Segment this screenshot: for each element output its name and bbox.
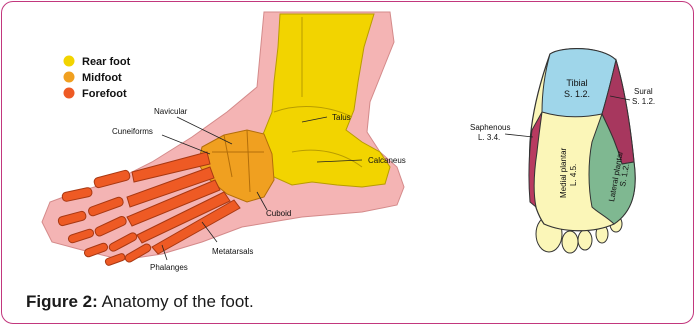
figure-caption-text: Anatomy of the foot.	[98, 292, 254, 311]
label-saphenous-code: L. 3.4.	[478, 133, 500, 142]
skeletal-foot-diagram: Rear foot Midfoot Forefoot Navicular Cun…	[42, 12, 406, 272]
label-calcaneus: Calcaneus	[368, 156, 406, 165]
label-tibial-code: S. 1.2.	[564, 89, 590, 99]
legend: Rear foot Midfoot Forefoot	[64, 56, 131, 101]
label-talus: Talus	[332, 113, 351, 122]
label-metatarsals: Metatarsals	[212, 247, 253, 256]
sole-dermatome-diagram: Tibial S. 1.2. Sural S. 1.2. Saphenous L…	[470, 49, 655, 253]
legend-item-forefoot: Forefoot	[64, 88, 127, 101]
foot-anatomy-illustration: Rear foot Midfoot Forefoot Navicular Cun…	[2, 2, 694, 324]
legend-label-midfoot: Midfoot	[82, 72, 122, 84]
figure-caption: Figure 2: Anatomy of the foot.	[26, 292, 254, 312]
legend-swatch-rear-foot	[64, 56, 75, 67]
label-saphenous-name: Saphenous	[470, 123, 510, 132]
legend-item-midfoot: Midfoot	[64, 72, 123, 85]
label-sural-name: Sural	[634, 87, 653, 96]
legend-label-forefoot: Forefoot	[82, 88, 127, 100]
label-cuboid: Cuboid	[266, 209, 291, 218]
legend-item-rear-foot: Rear foot	[64, 56, 131, 69]
label-phalanges: Phalanges	[150, 263, 188, 272]
legend-swatch-forefoot	[64, 88, 75, 99]
label-tibial-name: Tibial	[566, 78, 587, 88]
label-sural-code: S. 1.2.	[632, 97, 655, 106]
label-cuneiforms: Cuneiforms	[112, 127, 153, 136]
label-medial-plantar-code: L. 4.5.	[569, 164, 578, 186]
legend-swatch-midfoot	[64, 72, 75, 83]
figure-caption-label: Figure 2:	[26, 292, 98, 311]
label-medial-plantar-name: Medial plantar	[559, 147, 568, 198]
legend-label-rear-foot: Rear foot	[82, 56, 131, 68]
label-navicular: Navicular	[154, 107, 188, 116]
